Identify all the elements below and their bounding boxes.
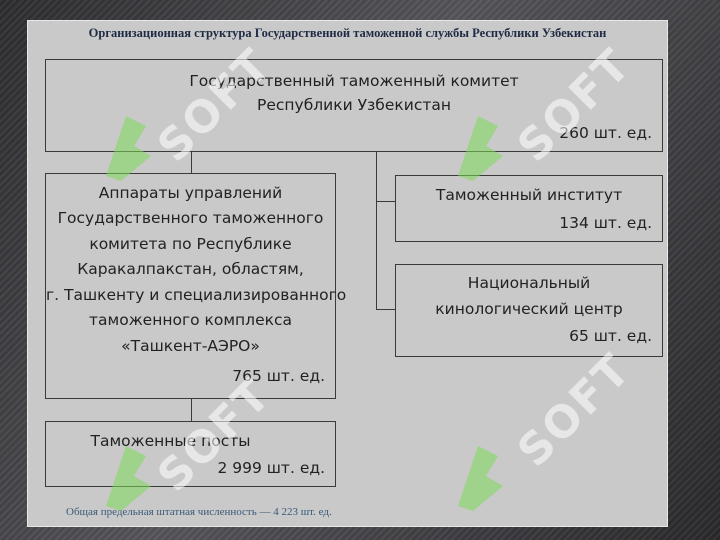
customs-institute-box: Таможенный институт 134 шт. ед.	[395, 175, 663, 242]
connector-to-institute	[376, 201, 395, 202]
connector-to-cynology	[376, 309, 395, 310]
cynology-center-count: 65 шт. ед.	[569, 327, 652, 345]
customs-committee-count: 260 шт. ед.	[559, 124, 652, 142]
administration-line: г. Ташкенту и специализированного	[46, 286, 347, 304]
cynology-center-box: Национальный кинологический центр 65 шт.…	[395, 264, 663, 357]
administration-box: Аппараты управлений Государственного там…	[45, 173, 347, 399]
administration-line: Аппараты управлений	[98, 184, 283, 202]
administration-count: 765 шт. ед.	[232, 367, 325, 385]
customs-institute-count: 134 шт. ед.	[559, 214, 652, 232]
administration-line: Каракалпакстан, областям,	[77, 260, 304, 278]
administration-line: комитета по Республике	[89, 235, 292, 253]
watermark-text: SOFT	[508, 344, 642, 478]
customs-committee-line2: Республики Узбекистан	[256, 96, 451, 114]
administration-line: таможенного комплекса	[88, 311, 292, 329]
connector-admin-to-posts	[191, 399, 192, 421]
customs-committee-box: Государственный таможенный комитет Респу…	[45, 59, 663, 152]
slide: Организационная структура Государственно…	[27, 20, 668, 527]
customs-posts-count: 2 999 шт. ед.	[217, 459, 325, 477]
connector-right-trunk	[376, 152, 377, 309]
customs-posts-label: Таможенные посты	[90, 432, 251, 450]
total-footnote: Общая предельная штатная численность — 4…	[66, 506, 332, 518]
customs-committee-line1: Государственный таможенный комитет	[189, 72, 519, 90]
green-logo-icon	[448, 436, 508, 521]
connector-top-to-admin	[191, 152, 192, 173]
administration-line: «Ташкент-АЭРО»	[121, 337, 260, 355]
administration-line: Государственного таможенного	[57, 209, 324, 227]
cynology-center-line2: кинологический центр	[435, 300, 623, 318]
cynology-center-line1: Национальный	[467, 274, 591, 292]
diagram-title: Организационная структура Государственно…	[88, 26, 607, 40]
customs-institute-label: Таможенный институт	[435, 186, 623, 204]
customs-posts-box: Таможенные посты 2 999 шт. ед.	[45, 421, 336, 487]
